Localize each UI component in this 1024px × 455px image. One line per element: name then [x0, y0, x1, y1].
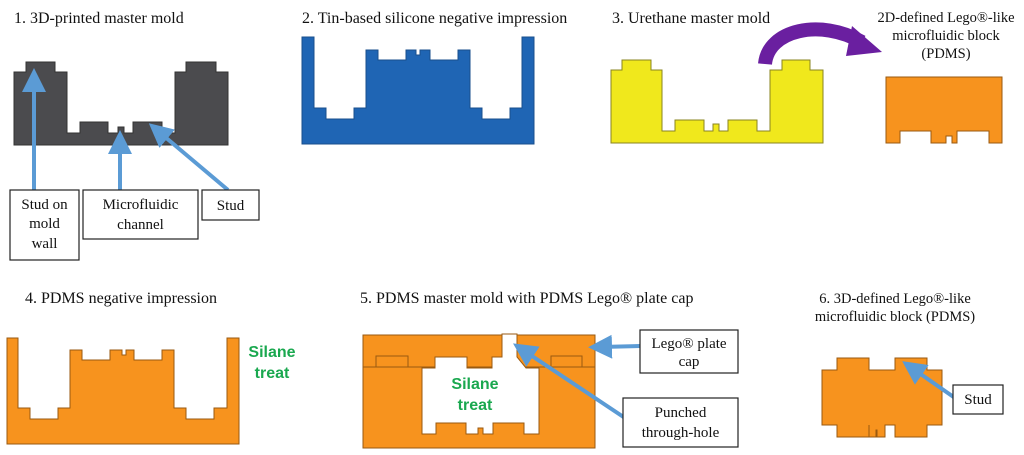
gray-master-mold: [13, 61, 229, 146]
transfer-arrow: [758, 22, 882, 66]
panel-5-title: 5. PDMS master mold with PDMS Lego® plat…: [360, 290, 693, 307]
panel-6-title: 6. 3D-defined Lego®-like: [819, 291, 971, 307]
svg-text:wall: wall: [32, 236, 58, 252]
svg-text:mold: mold: [29, 216, 60, 232]
svg-text:Stud on: Stud on: [21, 197, 68, 213]
label-stud: Stud: [201, 189, 260, 221]
svg-text:through-hole: through-hole: [642, 425, 720, 441]
blue-silicone-impression: [301, 36, 535, 145]
silane-treat-label: Silane: [451, 376, 498, 393]
svg-text:(PDMS): (PDMS): [921, 46, 970, 62]
svg-text:microfluidic block: microfluidic block: [892, 28, 1000, 44]
svg-text:Stud: Stud: [217, 198, 245, 214]
panel-6-3d-lego-block: 6. 3D-defined Lego®-like microfluidic bl…: [815, 291, 1004, 438]
panel-3-title: 3. Urethane master mold: [612, 10, 770, 27]
panel-1-title: 1. 3D-printed master mold: [14, 10, 184, 27]
svg-text:2D-defined Lego®-like: 2D-defined Lego®-like: [877, 10, 1014, 26]
panel-1-3d-printed-mold: 1. 3D-printed master mold Stud on mold w…: [9, 10, 260, 261]
svg-text:Lego® plate: Lego® plate: [651, 336, 726, 352]
panel-6-title: microfluidic block (PDMS): [815, 309, 975, 325]
silane-treat-label: treat: [458, 397, 493, 414]
svg-text:Microfluidic: Microfluidic: [103, 197, 179, 213]
yellow-urethane-mold: [610, 59, 824, 144]
label-stud-on-mold-wall: Stud on mold wall: [9, 189, 80, 261]
svg-text:cap: cap: [679, 354, 700, 370]
panel-4-pdms-negative: 4. PDMS negative impression Silane treat: [6, 290, 296, 445]
orange-pdms-negative: [6, 337, 240, 445]
arrow-stud: [148, 123, 230, 192]
svg-text:Punched: Punched: [655, 405, 707, 421]
orange-3d-lego-block: [821, 357, 943, 438]
label-stud: Stud: [952, 384, 1004, 415]
arrow-through-hole: [513, 343, 627, 420]
cap-stud: [375, 355, 409, 368]
panel-2-silicone-negative: 2. Tin-based silicone negative impressio…: [301, 10, 567, 145]
panel-4-title: 4. PDMS negative impression: [25, 290, 217, 307]
label-punched-through-hole: Punched through-hole: [622, 397, 739, 448]
cap-stud: [550, 355, 583, 368]
svg-text:channel: channel: [117, 217, 164, 233]
arrow-plate-cap: [588, 334, 641, 359]
panel-5-pdms-master-with-cap: 5. PDMS master mold with PDMS Lego® plat…: [360, 290, 739, 449]
panel-3-urethane-mold: 3. Urethane master mold 2D-defined Lego®…: [610, 10, 1015, 144]
panel-2-title: 2. Tin-based silicone negative impressio…: [302, 10, 567, 27]
label-lego-plate-cap: Lego® plate cap: [639, 329, 739, 374]
arrow-stud: [902, 361, 957, 400]
mold-cavity: [421, 333, 540, 435]
block-2d-caption: 2D-defined Lego®-like microfluidic block…: [877, 10, 1014, 62]
silane-treat-label: treat: [255, 365, 290, 382]
label-microfluidic-channel: Microfluidic channel: [82, 189, 199, 240]
svg-text:Stud: Stud: [964, 392, 992, 408]
orange-2d-lego-block: [885, 76, 1003, 144]
silane-treat-label: Silane: [248, 344, 295, 361]
